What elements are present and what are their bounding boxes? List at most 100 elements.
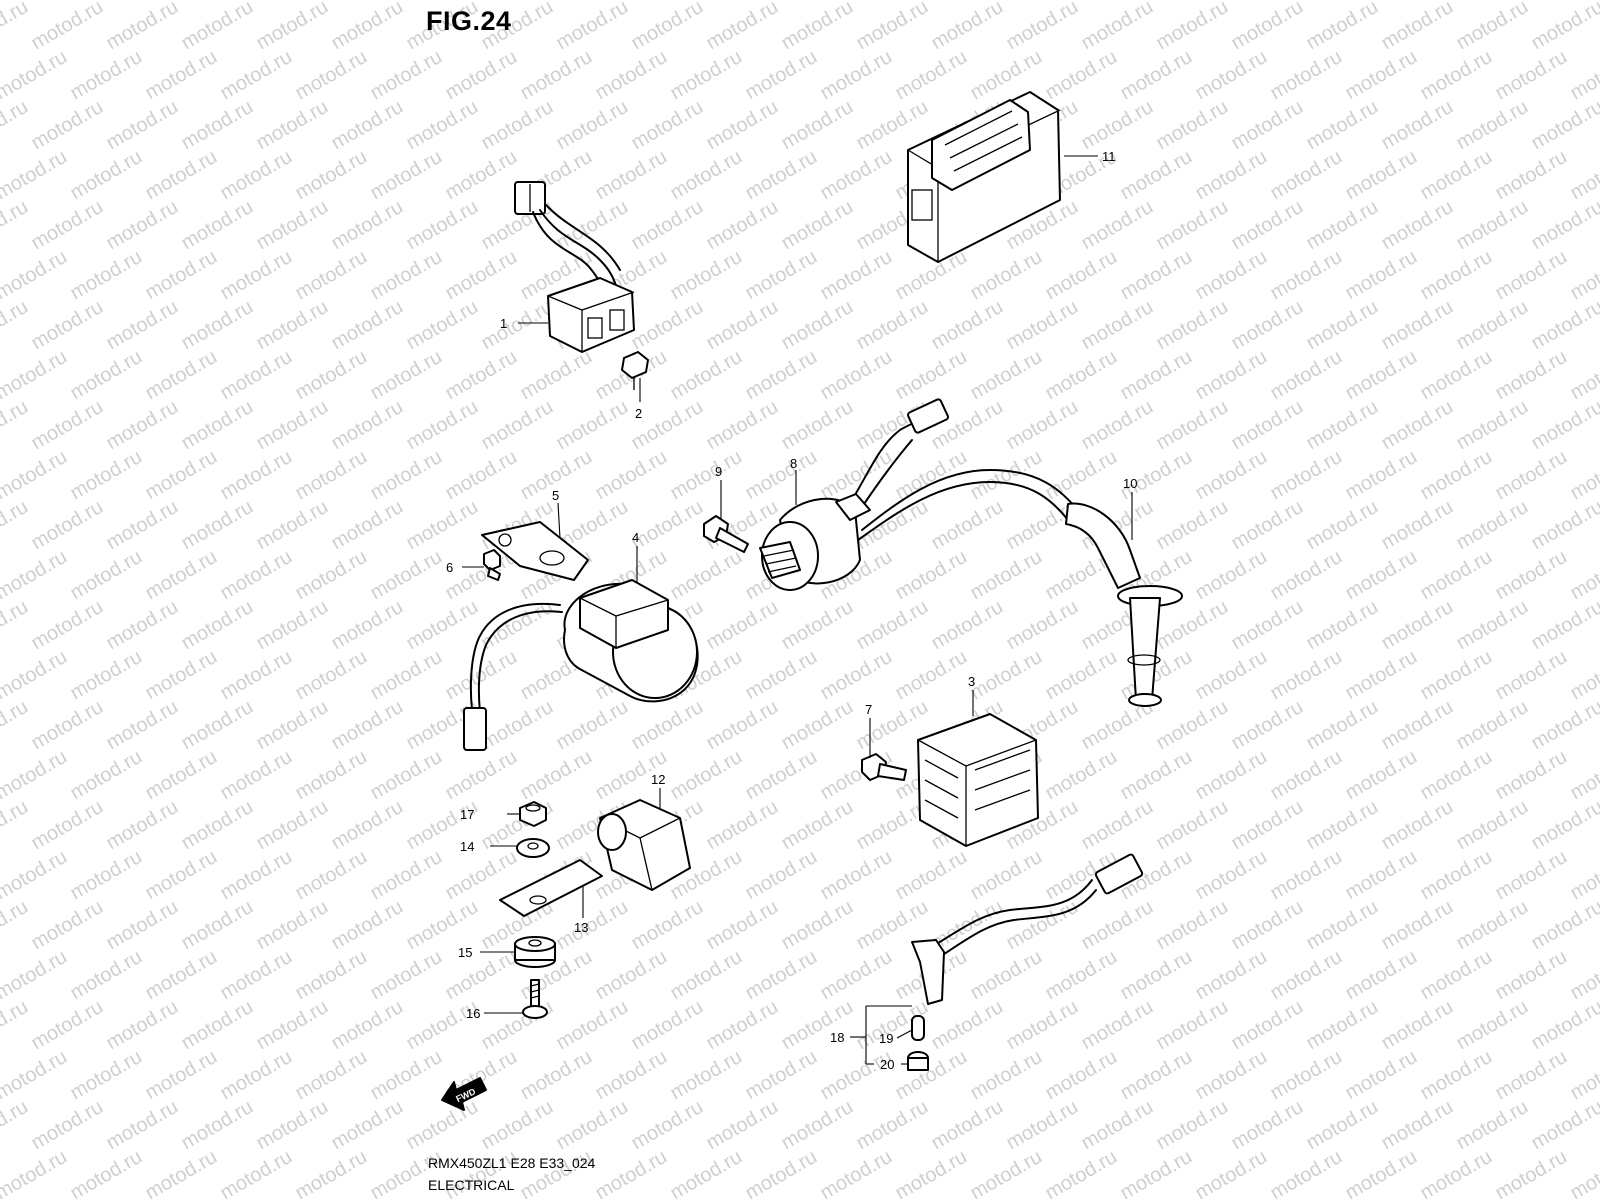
watermark-text: motod.ru: [1078, 396, 1157, 455]
watermark-text: motod.ru: [592, 1046, 671, 1105]
watermark-text: motod.ru: [1267, 946, 1346, 1005]
watermark-text: motod.ru: [1003, 1196, 1082, 1200]
watermark-text: motod.ru: [667, 1146, 746, 1200]
watermark-text: motod.ru: [292, 746, 371, 805]
watermark-text: motod.ru: [1117, 246, 1196, 305]
part-2-bolt[interactable]: [621, 351, 649, 390]
watermark-text: motod.ru: [28, 1096, 107, 1155]
watermark-text: motod.ru: [253, 296, 332, 355]
part-14-washer[interactable]: [516, 838, 550, 858]
watermark-text: motod.ru: [928, 496, 1007, 555]
watermark-text: motod.ru: [103, 896, 182, 955]
watermark-text: motod.ru: [1492, 246, 1571, 305]
watermark-text: motod.ru: [1342, 1146, 1421, 1200]
watermark-text: motod.ru: [253, 496, 332, 555]
watermark-text: motod.ru: [892, 646, 971, 705]
watermark-text: motod.ru: [1042, 446, 1121, 505]
watermark-text: motod.ru: [1228, 1096, 1307, 1155]
watermark-text: motod.ru: [742, 746, 821, 805]
watermark-text: motod.ru: [253, 996, 332, 1055]
watermark-text: motod.ru: [178, 796, 257, 855]
watermark-text: motod.ru: [1528, 696, 1600, 755]
watermark-text: motod.ru: [1342, 746, 1421, 805]
watermark-text: motod.ru: [1267, 746, 1346, 805]
watermark-text: motod.ru: [142, 1146, 221, 1200]
part-13-plate[interactable]: [499, 859, 603, 917]
watermark-text: motod.ru: [217, 146, 296, 205]
watermark-text: motod.ru: [103, 496, 182, 555]
watermark-text: motod.ru: [292, 1146, 371, 1200]
watermark-text: motod.ru: [292, 246, 371, 305]
watermark-text: motod.ru: [253, 196, 332, 255]
model-code: RMX450ZL1 E28 E33_024: [428, 1155, 596, 1171]
watermark-text: motod.ru: [1192, 446, 1271, 505]
watermark-text: motod.ru: [517, 1146, 596, 1200]
part-18-lead-assembly[interactable]: [911, 853, 1144, 1005]
watermark-text: motod.ru: [892, 0, 971, 4]
watermark-text: motod.ru: [892, 346, 971, 405]
part-17-nut[interactable]: [519, 801, 547, 827]
watermark-text: motod.ru: [367, 0, 446, 4]
part-15-cushion[interactable]: [514, 936, 556, 968]
watermark-text: motod.ru: [328, 996, 407, 1055]
watermark-text: motod.ru: [742, 346, 821, 405]
watermark-text: motod.ru: [367, 846, 446, 905]
watermark-text: motod.ru: [1117, 1146, 1196, 1200]
watermark-text: motod.ru: [853, 596, 932, 655]
watermark-text: motod.ru: [1003, 896, 1082, 955]
watermark-text: motod.ru: [1003, 396, 1082, 455]
watermark-text: motod.ru: [817, 0, 896, 4]
watermark-text: motod.ru: [367, 346, 446, 405]
watermark-text: motod.ru: [28, 796, 107, 855]
watermark-text: motod.ru: [1117, 946, 1196, 1005]
watermark-text: motod.ru: [1153, 496, 1232, 555]
watermark-text: motod.ru: [1492, 0, 1571, 4]
watermark-text: motod.ru: [442, 946, 521, 1005]
watermark-text: motod.ru: [292, 946, 371, 1005]
part-19-terminal[interactable]: [911, 1015, 925, 1041]
watermark-text: motod.ru: [1228, 996, 1307, 1055]
part-7-bolt[interactable]: [861, 753, 907, 781]
watermark-text: motod.ru: [1378, 896, 1457, 955]
watermark-text: motod.ru: [1342, 246, 1421, 305]
watermark-text: motod.ru: [1342, 0, 1421, 4]
part-10-plug-cap[interactable]: [857, 468, 1183, 707]
watermark-text: motod.ru: [667, 346, 746, 405]
watermark-text: motod.ru: [1303, 396, 1382, 455]
watermark-text: motod.ru: [103, 796, 182, 855]
watermark-text: motod.ru: [703, 296, 782, 355]
part-16-bolt[interactable]: [522, 979, 548, 1019]
watermark-text: motod.ru: [778, 696, 857, 755]
watermark-text: motod.ru: [1153, 96, 1232, 155]
part-12-relay[interactable]: [597, 799, 691, 891]
watermark-text: motod.ru: [28, 196, 107, 255]
part-1-starter-relay[interactable]: [514, 181, 635, 353]
watermark-text: motod.ru: [367, 646, 446, 705]
watermark-text: motod.ru: [928, 1096, 1007, 1155]
watermark-text: motod.ru: [0, 846, 71, 905]
watermark-text: motod.ru: [442, 46, 521, 105]
part-11-ecm[interactable]: [907, 91, 1061, 263]
watermark-text: motod.ru: [892, 1146, 971, 1200]
part-3-regulator[interactable]: [917, 713, 1039, 847]
watermark-text: motod.ru: [403, 1096, 482, 1155]
part-5-bracket[interactable]: [481, 521, 589, 581]
watermark-text: motod.ru: [103, 196, 182, 255]
part-8-ignition-coil[interactable]: [759, 398, 949, 591]
watermark-text: motod.ru: [253, 1096, 332, 1155]
watermark-text: motod.ru: [1117, 46, 1196, 105]
watermark-text: motod.ru: [1228, 0, 1307, 54]
part-6-bolt[interactable]: [483, 549, 501, 581]
watermark-text: motod.ru: [1153, 796, 1232, 855]
section-name: ELECTRICAL: [428, 1177, 515, 1193]
part-4-coil[interactable]: [463, 579, 699, 751]
watermark-text: motod.ru: [28, 596, 107, 655]
part-9-bolt[interactable]: [703, 515, 749, 553]
watermark-text: motod.ru: [217, 846, 296, 905]
watermark-text: motod.ru: [1528, 496, 1600, 555]
watermark-text: motod.ru: [142, 446, 221, 505]
watermark-text: motod.ru: [28, 896, 107, 955]
part-20-nut[interactable]: [907, 1051, 929, 1071]
watermark-text: motod.ru: [1342, 846, 1421, 905]
callout-8: 8: [790, 456, 797, 471]
